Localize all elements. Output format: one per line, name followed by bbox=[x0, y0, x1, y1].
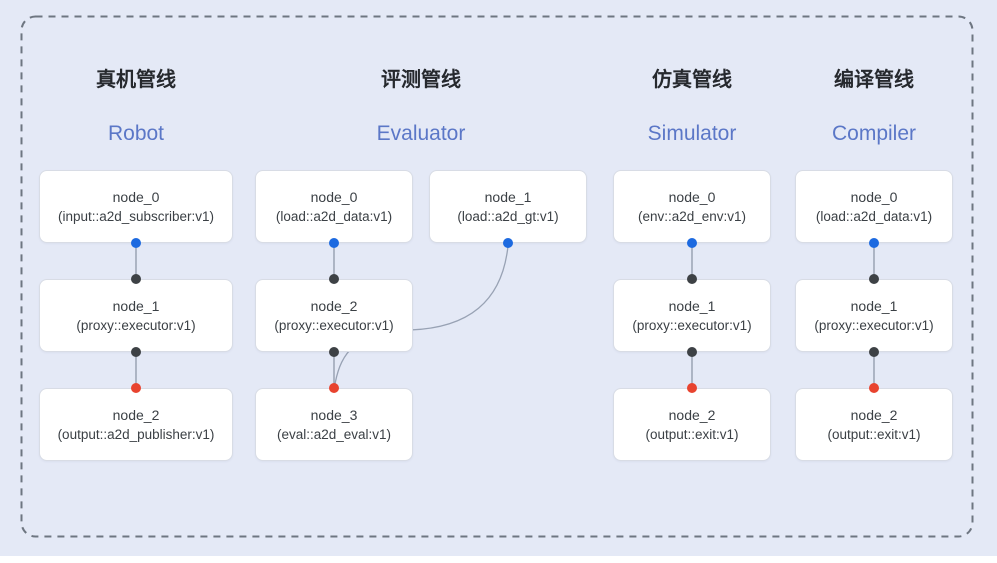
node-type: (input::a2d_subscriber:v1) bbox=[57, 208, 215, 224]
node-type: (env::a2d_env:v1) bbox=[637, 208, 747, 224]
node-type: (output::a2d_publisher:v1) bbox=[57, 426, 215, 442]
simulator-node-1-card: node_1 (proxy::executor:v1) bbox=[613, 279, 771, 352]
blue-port-dot bbox=[503, 238, 513, 248]
node-name: node_2 bbox=[668, 406, 716, 423]
compiler-node-1-card: node_1 (proxy::executor:v1) bbox=[795, 279, 953, 352]
pipeline-title-zh-simulator: 仿真管线 bbox=[652, 69, 732, 91]
red-port-dot bbox=[131, 383, 141, 393]
node-type: (output::exit:v1) bbox=[645, 426, 739, 442]
black-port-dot bbox=[329, 274, 339, 284]
pipeline-title-en-simulator: Simulator bbox=[647, 122, 737, 145]
node-type: (load::a2d_gt:v1) bbox=[457, 208, 559, 224]
evaluator-node-1-card: node_1 (load::a2d_gt:v1) bbox=[429, 170, 587, 243]
evaluator-node-0-card: node_0 (load::a2d_data:v1) bbox=[255, 170, 413, 243]
blue-port-dot bbox=[329, 238, 339, 248]
node-name: node_0 bbox=[112, 188, 160, 205]
node-name: node_1 bbox=[112, 297, 160, 314]
blue-port-dot bbox=[131, 238, 141, 248]
pipeline-title-en-robot: Robot bbox=[107, 122, 165, 145]
robot-node-2-card: node_2 (output::a2d_publisher:v1) bbox=[39, 388, 233, 461]
simulator-node-2-card: node_2 (output::exit:v1) bbox=[613, 388, 771, 461]
node-name: node_3 bbox=[310, 406, 358, 423]
red-port-dot bbox=[869, 383, 879, 393]
node-name: node_2 bbox=[310, 297, 358, 314]
evaluator-node-2-card: node_2 (proxy::executor:v1) bbox=[255, 279, 413, 352]
black-port-dot bbox=[869, 347, 879, 357]
node-type: (proxy::executor:v1) bbox=[632, 317, 752, 333]
node-name: node_0 bbox=[850, 188, 898, 205]
node-name: node_1 bbox=[484, 188, 532, 205]
pipeline-title-zh-evaluator: 评测管线 bbox=[381, 69, 461, 91]
node-type: (proxy::executor:v1) bbox=[274, 317, 394, 333]
black-port-dot bbox=[869, 274, 879, 284]
black-port-dot bbox=[687, 274, 697, 284]
node-type: (eval::a2d_eval:v1) bbox=[276, 426, 392, 442]
robot-node-1-card: node_1 (proxy::executor:v1) bbox=[39, 279, 233, 352]
black-port-dot bbox=[131, 274, 141, 284]
pipeline-title-zh-robot: 真机管线 bbox=[96, 69, 176, 91]
red-port-dot bbox=[329, 383, 339, 393]
black-port-dot bbox=[687, 347, 697, 357]
red-port-dot bbox=[687, 383, 697, 393]
pipeline-title-en-compiler: Compiler bbox=[831, 122, 917, 145]
node-name: node_0 bbox=[310, 188, 358, 205]
simulator-node-0-card: node_0 (env::a2d_env:v1) bbox=[613, 170, 771, 243]
node-type: (load::a2d_data:v1) bbox=[275, 208, 393, 224]
blue-port-dot bbox=[687, 238, 697, 248]
pipeline-title-zh-compiler: 编译管线 bbox=[834, 69, 914, 91]
node-type: (output::exit:v1) bbox=[827, 426, 921, 442]
node-type: (proxy::executor:v1) bbox=[76, 317, 196, 333]
robot-node-0-card: node_0 (input::a2d_subscriber:v1) bbox=[39, 170, 233, 243]
compiler-node-0-card: node_0 (load::a2d_data:v1) bbox=[795, 170, 953, 243]
pipeline-title-en-evaluator: Evaluator bbox=[376, 122, 466, 145]
dashed-border bbox=[20, 15, 974, 538]
blue-port-dot bbox=[869, 238, 879, 248]
node-name: node_0 bbox=[668, 188, 716, 205]
black-port-dot bbox=[329, 347, 339, 357]
node-type: (load::a2d_data:v1) bbox=[815, 208, 933, 224]
node-type: (proxy::executor:v1) bbox=[814, 317, 934, 333]
compiler-node-2-card: node_2 (output::exit:v1) bbox=[795, 388, 953, 461]
node-name: node_1 bbox=[850, 297, 898, 314]
node-name: node_2 bbox=[112, 406, 160, 423]
black-port-dot bbox=[131, 347, 141, 357]
node-name: node_1 bbox=[668, 297, 716, 314]
evaluator-node-3-card: node_3 (eval::a2d_eval:v1) bbox=[255, 388, 413, 461]
node-name: node_2 bbox=[850, 406, 898, 423]
